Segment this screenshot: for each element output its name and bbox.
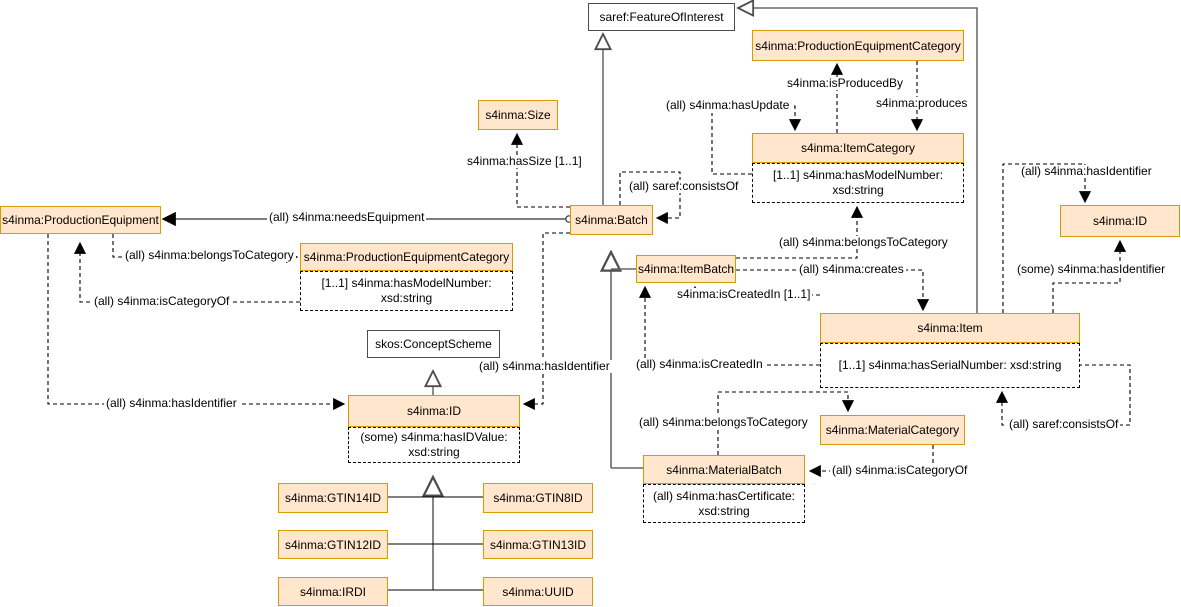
edge-has-update-b	[780, 105, 802, 132]
edge-label-is-produced-by: s4inma:isProducedBy	[785, 76, 906, 90]
edge-label-has-identifier-some-item: (some) s4inma:hasIdentifier	[1015, 262, 1168, 276]
edge-consists-of-item-loop	[995, 364, 1131, 426]
edge-has-identifier-batch	[522, 232, 570, 411]
class-production-equipment: s4inma:ProductionEquipment	[0, 206, 161, 234]
attr-label: [1..1] s4inma:hasModelNumber: xsd:string	[321, 276, 492, 305]
attr-label: (all) s4inma:hasCertificate: xsd:string	[652, 488, 796, 518]
class-production-equipment-category: s4inma:ProductionEquipmentCategory	[300, 243, 513, 271]
class-gtin14id: s4inma:GTIN14ID	[278, 483, 388, 513]
edge-has-update-a	[711, 113, 752, 175]
edge-label-has-identifier-batch: (all) s4inma:hasIdentifier	[477, 359, 612, 373]
class-label: s4inma:IRDI	[299, 584, 367, 599]
class-gtin12id: s4inma:GTIN12ID	[278, 530, 388, 559]
class-item: s4inma:Item	[820, 313, 1080, 343]
attr-label: [1..1] s4inma:hasSerialNumber: xsd:strin…	[838, 358, 1062, 372]
edge-label-belongs-to-category-mat: (all) s4inma:belongsToCategory	[637, 415, 810, 429]
class-id: s4inma:ID	[348, 395, 520, 427]
edge-consists-of-batch-loop	[619, 171, 681, 225]
edge-has-identifier-all-item	[1002, 163, 1092, 313]
class-label: s4inma:MaterialCategory	[825, 423, 960, 437]
class-id-right: s4inma:ID	[1060, 205, 1180, 237]
class-item-batch: s4inma:ItemBatch	[636, 255, 736, 283]
edge-label-has-update: (all) s4inma:hasUpdate	[664, 98, 792, 112]
edge-label-produces: s4inma:produces	[874, 96, 970, 110]
attr-item-has-serial-number: [1..1] s4inma:hasSerialNumber: xsd:strin…	[820, 343, 1080, 388]
edge-label-consists-of-batch: (all) saref:consistsOf	[627, 179, 741, 193]
edge-label-is-category-of-mat: (all) s4inma:isCategoryOf	[830, 463, 970, 477]
class-label: s4inma:UUID	[502, 584, 574, 599]
class-label: s4inma:ProductionEquipmentCategory	[303, 250, 510, 264]
class-material-category: s4inma:MaterialCategory	[820, 415, 965, 445]
edge-creates	[736, 269, 930, 312]
edge-label-belongs-to-category-pe: (all) s4inma:belongsToCategory	[123, 248, 296, 262]
attr-label: (some) s4inma:hasIDValue: xsd:string	[360, 430, 508, 459]
edge-label-is-created-in-all: (all) s4inma:isCreatedIn	[634, 357, 765, 371]
class-saref-featureofinterest: saref:FeatureOfInterest	[588, 3, 735, 31]
edge-has-identifier-pe	[47, 234, 346, 411]
edge-has-size	[510, 132, 570, 208]
edge-label-has-identifier-pe: (all) s4inma:hasIdentifier	[104, 396, 239, 410]
attr-label: [1..1] s4inma:hasModelNumber: xsd:string	[772, 168, 944, 197]
class-label: s4inma:ItemBatch	[637, 262, 735, 276]
class-label: saref:FeatureOfInterest	[599, 10, 724, 24]
class-production-equipment-category-top: s4inma:ProductionEquipmentCategory	[752, 30, 964, 61]
class-material-batch: s4inma:MaterialBatch	[643, 455, 805, 484]
class-batch: s4inma:Batch	[570, 205, 653, 235]
edge-has-identifier-some-item	[1052, 239, 1127, 313]
edge-belongs-to-category-item	[736, 205, 864, 259]
class-label: s4inma:GTIN12ID	[284, 537, 382, 552]
edge-label-belongs-to-category-item: (all) s4inma:belongsToCategory	[777, 235, 950, 249]
class-label: s4inma:GTIN14ID	[284, 491, 382, 505]
class-label: s4inma:Size	[485, 108, 551, 122]
attr-pec-has-model-number: [1..1] s4inma:hasModelNumber: xsd:string	[300, 271, 513, 311]
class-label: s4inma:Batch	[575, 213, 648, 227]
class-label: s4inma:GTIN13ID	[489, 537, 587, 552]
edge-label-has-identifier-all-item: (all) s4inma:hasIdentifier	[1019, 164, 1154, 178]
attr-material-batch-has-certificate: (all) s4inma:hasCertificate: xsd:string	[643, 484, 805, 523]
edge-label-has-size: s4inma:hasSize [1..1]	[465, 154, 584, 168]
class-label: s4inma:GTIN8ID	[493, 491, 583, 505]
edge-label-creates: (all) s4inma:creates	[797, 262, 906, 276]
attr-id-has-id-value: (some) s4inma:hasIDValue: xsd:string	[348, 427, 520, 463]
class-label: s4inma:ID	[406, 404, 462, 418]
class-uuid: s4inma:UUID	[483, 577, 593, 606]
class-label: s4inma:ItemCategory	[800, 141, 916, 155]
class-label: s4inma:ID	[1092, 214, 1148, 228]
class-label: s4inma:ProductionEquipmentCategory	[755, 38, 961, 53]
class-label: s4inma:ProductionEquipment	[2, 213, 159, 227]
edge-belongs-to-category-pe	[112, 234, 299, 264]
class-item-category: s4inma:ItemCategory	[752, 133, 964, 163]
edge-label-needs-equipment: (all) s4inma:needsEquipment	[267, 210, 427, 224]
edge-item-isa-featureofinterest	[738, 8, 978, 313]
edge-label-is-created-in-11: s4inma:isCreatedIn [1..1]	[675, 287, 813, 301]
class-gtin13id: s4inma:GTIN13ID	[483, 530, 593, 559]
class-label: s4inma:Item	[917, 321, 983, 335]
class-label: s4inma:MaterialBatch	[666, 462, 782, 477]
class-skos-conceptscheme: skos:ConceptScheme	[367, 330, 500, 358]
class-label: skos:ConceptScheme	[375, 337, 492, 351]
class-size: s4inma:Size	[478, 100, 558, 130]
class-gtin8id: s4inma:GTIN8ID	[483, 483, 593, 513]
class-irdi: s4inma:IRDI	[278, 577, 388, 606]
attr-item-category-has-model-number: [1..1] s4inma:hasModelNumber: xsd:string	[752, 163, 964, 203]
edge-label-is-category-of-pe: (all) s4inma:isCategoryOf	[92, 294, 232, 308]
edge-label-consists-of-item: (all) saref:consistsOf	[1007, 417, 1121, 431]
